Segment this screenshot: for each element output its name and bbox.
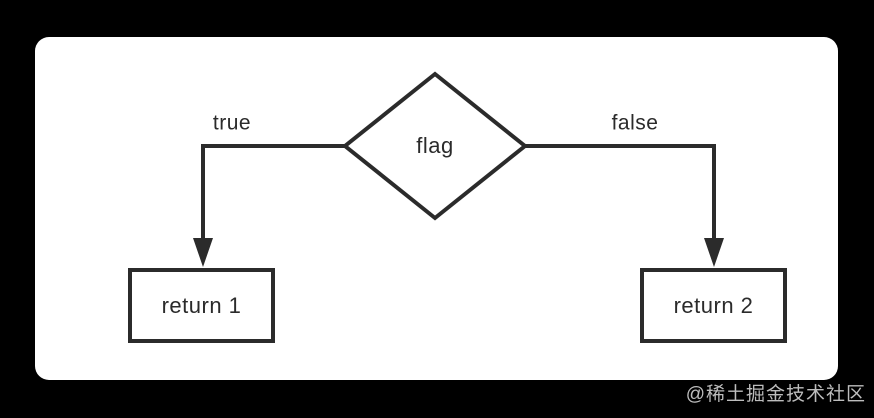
true-branch-label: true — [212, 111, 252, 135]
return-2-label: return 2 — [673, 292, 754, 318]
connector-true-branch — [201, 144, 347, 240]
decision-diamond — [341, 71, 529, 221]
arrowhead-down-icon — [193, 238, 213, 267]
false-branch-label: false — [611, 111, 659, 135]
watermark: @稀土掘金技术社区 — [685, 384, 866, 405]
return-2-node: return 2 — [640, 268, 787, 343]
flowchart-canvas: flag true false return 1 return 2 — [35, 37, 838, 380]
decision-label: flag — [416, 133, 454, 158]
arrowhead-down-icon — [704, 238, 724, 267]
return-1-label: return 1 — [161, 292, 242, 318]
flowchart-connectors — [193, 71, 724, 267]
connector-false-branch — [523, 144, 716, 240]
return-1-node: return 1 — [128, 268, 275, 343]
